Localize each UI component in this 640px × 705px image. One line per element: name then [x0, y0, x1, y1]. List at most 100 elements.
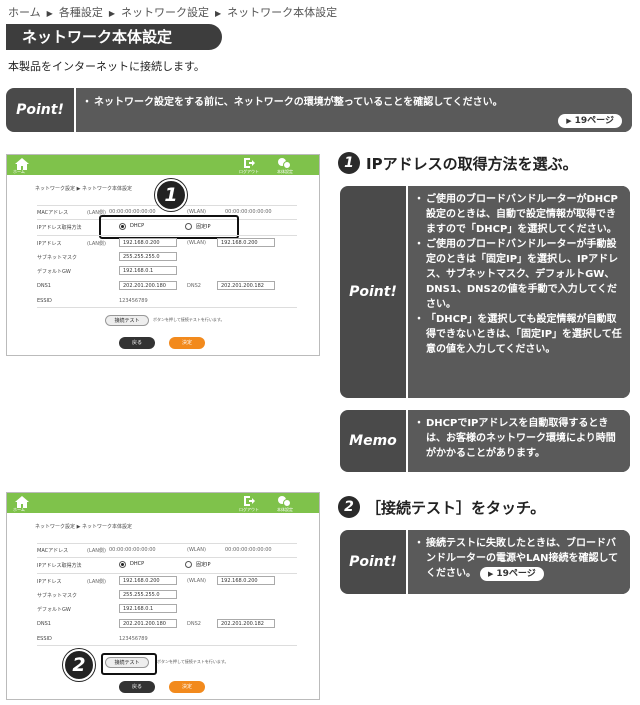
- dhcp-radio[interactable]: [119, 561, 126, 568]
- static-ip-label: 固定IP: [196, 224, 211, 230]
- screen-crumb: ネットワーク設定 ▶ ネットワーク本体設定: [35, 186, 133, 192]
- device-settings-icon[interactable]: [277, 157, 291, 169]
- ok-button[interactable]: 決定: [169, 681, 205, 693]
- memo-text: DHCPでIPアドレスを自動取得するときは、お客様のネットワーク環境により時間が…: [414, 416, 622, 461]
- connection-test-button[interactable]: 接続テスト: [105, 657, 149, 668]
- screen-1: ホーム ログアウト 本体設定 ネットワーク設定 ▶ ネットワーク本体設定 MAC…: [6, 154, 320, 356]
- mac-row: MACアドレス (LAN側) 00:00:00:00:00:00 (WLAN) …: [37, 547, 272, 554]
- point-text: 接続テストに失敗したときは、ブロードバンドルーターの電源やLAN接続を確認してく…: [414, 536, 622, 581]
- connection-test-button[interactable]: 接続テスト: [105, 315, 149, 326]
- home-label: ホーム: [13, 169, 25, 174]
- logout-icon[interactable]: [243, 157, 255, 169]
- screen-crumb: ネットワーク設定 ▶ ネットワーク本体設定: [35, 524, 133, 530]
- step1-heading: 1 IPアドレスの取得方法を選ぶ。: [338, 152, 578, 174]
- point-tag: Point!: [340, 186, 408, 398]
- screen-header: ホーム ログアウト 本体設定: [7, 493, 319, 513]
- static-ip-label: 固定IP: [196, 562, 211, 568]
- dns-row: DNS1 DNS2: [37, 621, 201, 627]
- static-ip-radio[interactable]: [185, 561, 192, 568]
- screen-2: ホーム ログアウト 本体設定 ネットワーク設定 ▶ ネットワーク本体設定 MAC…: [6, 492, 320, 700]
- point-body: 接続テストに失敗したときは、ブロードバンドルーターの電源やLAN接続を確認してく…: [408, 530, 630, 594]
- device-settings-icon[interactable]: [277, 495, 291, 507]
- point-item: ご使用のブロードバンドルーターが手動設定のときは「固定IP」を選択し、IPアドレ…: [414, 237, 622, 312]
- point-body: ご使用のブロードバンドルーターがDHCP設定のときは、自動で設定情報が取得できま…: [408, 186, 630, 398]
- intro-text: 本製品をインターネットに接続します。: [8, 60, 205, 73]
- gateway-field[interactable]: 192.168.0.1: [119, 266, 177, 275]
- page-ref[interactable]: ▶19ページ: [480, 567, 544, 581]
- ip-field-wlan[interactable]: 192.168.0.200: [217, 576, 275, 585]
- dhcp-label: DHCP: [130, 561, 145, 567]
- divider: [37, 543, 297, 544]
- play-icon: ▶: [566, 117, 572, 125]
- breadcrumb-network[interactable]: ネットワーク設定: [120, 6, 209, 19]
- breadcrumb-arrow-icon: ▶: [108, 9, 115, 18]
- essid-row: ESSID 123456789: [37, 636, 148, 642]
- point-tag: Point!: [6, 88, 76, 132]
- home-icon[interactable]: [15, 496, 29, 508]
- ip-method-row: IPアドレス取得方法: [37, 563, 82, 569]
- home-label: ホーム: [13, 507, 25, 512]
- subnet-field[interactable]: 255.255.255.0: [119, 590, 177, 599]
- logout-icon[interactable]: [243, 495, 255, 507]
- breadcrumb: ホーム ▶ 各種設定 ▶ ネットワーク設定 ▶ ネットワーク本体設定: [8, 4, 337, 20]
- ip-row: IPアドレス (LAN側) (WLAN): [37, 240, 206, 247]
- breadcrumb-current: ネットワーク本体設定: [227, 6, 338, 19]
- static-ip-radio[interactable]: [185, 223, 192, 230]
- page-title: ネットワーク本体設定: [6, 24, 222, 50]
- divider: [37, 307, 297, 308]
- test-note: ボタンを押して接続テストを行います。: [153, 317, 225, 322]
- logout-label: ログアウト: [239, 169, 259, 174]
- back-button[interactable]: 戻る: [119, 681, 155, 693]
- highlight-box: [101, 653, 157, 675]
- divider: [37, 645, 297, 646]
- ip-method-row: IPアドレス取得方法: [37, 225, 82, 231]
- breadcrumb-settings[interactable]: 各種設定: [58, 6, 103, 19]
- back-button[interactable]: 戻る: [119, 337, 155, 349]
- dhcp-radio[interactable]: [119, 223, 126, 230]
- dns2-field[interactable]: 202.201.200.182: [217, 281, 275, 290]
- breadcrumb-arrow-icon: ▶: [46, 9, 53, 18]
- point-item: 「DHCP」を選択しても設定情報が自動取得できないときは、「固定IP」を選択して…: [414, 312, 622, 357]
- gateway-field[interactable]: 192.168.0.1: [119, 604, 177, 613]
- point-box-top: Point! ネットワーク設定をする前に、ネットワークの環境が整っていることを確…: [6, 88, 632, 132]
- step2-point-box: Point! 接続テストに失敗したときは、ブロードバンドルーターの電源やLAN接…: [340, 530, 630, 594]
- ok-button[interactable]: 決定: [169, 337, 205, 349]
- subnet-field[interactable]: 255.255.255.0: [119, 252, 177, 261]
- memo-body: DHCPでIPアドレスを自動取得するときは、お客様のネットワーク環境により時間が…: [408, 410, 630, 472]
- point-tag: Point!: [340, 530, 408, 594]
- point-item: ご使用のブロードバンドルーターがDHCP設定のときは、自動で設定情報が取得できま…: [414, 192, 622, 237]
- page-ref[interactable]: ▶19ページ: [558, 114, 622, 128]
- gateway-row: デフォルトGW: [37, 269, 71, 275]
- memo-tag: Memo: [340, 410, 408, 472]
- step1-point-box: Point! ご使用のブロードバンドルーターがDHCP設定のときは、自動で設定情…: [340, 186, 630, 398]
- essid-row: ESSID 123456789: [37, 298, 148, 304]
- divider: [37, 235, 297, 236]
- breadcrumb-home[interactable]: ホーム: [8, 6, 41, 19]
- dns1-field[interactable]: 202.201.200.180: [119, 619, 177, 628]
- dhcp-label: DHCP: [130, 223, 145, 229]
- divider: [37, 219, 297, 220]
- point-text: ネットワーク設定をする前に、ネットワークの環境が整っていることを確認してください…: [82, 95, 624, 110]
- step1-memo-box: Memo DHCPでIPアドレスを自動取得するときは、お客様のネットワーク環境に…: [340, 410, 630, 472]
- home-icon[interactable]: [15, 158, 29, 170]
- dns2-field[interactable]: 202.201.200.182: [217, 619, 275, 628]
- ip-field[interactable]: 192.168.0.200: [119, 576, 177, 585]
- ip-field-wlan[interactable]: 192.168.0.200: [217, 238, 275, 247]
- ip-row: IPアドレス (LAN側) (WLAN): [37, 578, 206, 585]
- subnet-row: サブネットマスク: [37, 255, 78, 261]
- device-label: 本体設定: [277, 507, 293, 512]
- step2-number: 2: [338, 496, 360, 518]
- mac-row: MACアドレス (LAN側) 00:00:00:00:00:00 (WLAN) …: [37, 209, 272, 216]
- divider: [37, 573, 297, 574]
- play-icon: ▶: [488, 570, 494, 578]
- callout-1: 1: [155, 179, 187, 211]
- breadcrumb-arrow-icon: ▶: [214, 9, 222, 18]
- callout-2: 2: [63, 649, 95, 681]
- point-body: ネットワーク設定をする前に、ネットワークの環境が整っていることを確認してください…: [76, 88, 632, 132]
- dns-row: DNS1 DNS2: [37, 283, 201, 289]
- step1-number: 1: [338, 152, 360, 174]
- dns1-field[interactable]: 202.201.200.180: [119, 281, 177, 290]
- divider: [37, 557, 297, 558]
- ip-field[interactable]: 192.168.0.200: [119, 238, 177, 247]
- subnet-row: サブネットマスク: [37, 593, 78, 599]
